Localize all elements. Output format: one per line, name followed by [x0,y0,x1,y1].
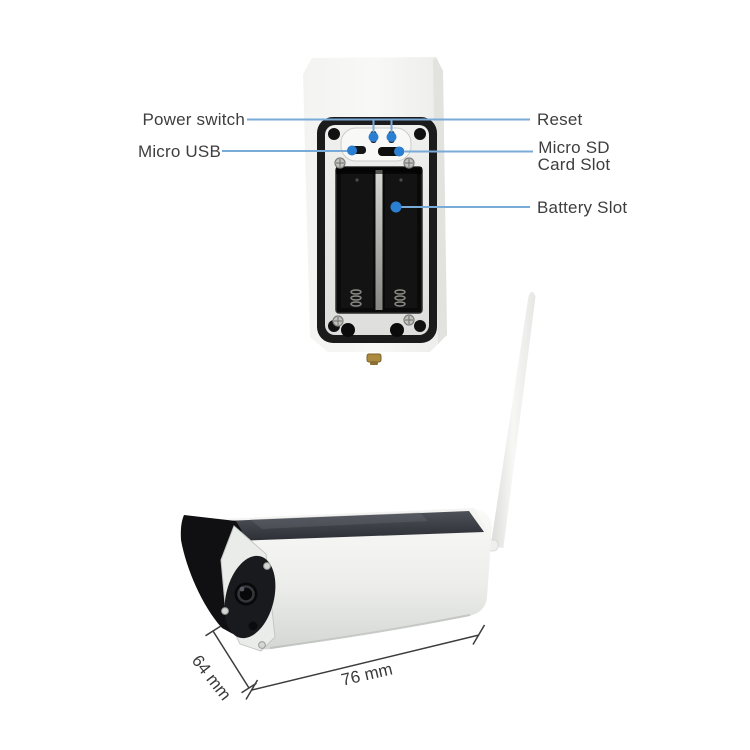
tripod-screw [366,353,382,365]
battery-compartment [335,166,423,314]
dimension-lines [205,624,486,700]
battery-springs [350,289,406,307]
micro-sd-label-line1: Micro SD [538,138,610,157]
power-switch-label: Power switch [142,110,245,129]
battery-slot-label: Battery Slot [537,198,628,217]
wifi-antenna [490,291,536,548]
mount-hole-left [341,323,355,337]
front-plate-screws [221,562,271,649]
micro-usb-label: Micro USB [137,142,221,161]
back-housing-side-shade [433,57,447,344]
panel-screws [332,157,415,327]
camera-body-bottom-edge [269,614,471,649]
dim-depth-tick-top [205,625,221,637]
dim-width-line [251,634,480,691]
micro-sd-label-line2: Card Slot [537,155,611,174]
micro-usb-dot [347,145,357,156]
battery-dot [390,201,402,213]
reset-label: Reset [537,110,583,129]
camera-body [205,509,492,650]
dim-width-tick-right [472,624,486,645]
camera-view [180,291,536,700]
leader-lines [222,118,533,208]
camera-lens-glint [239,586,245,592]
micro-sd-label: Micro SD Card Slot [536,139,612,173]
marker-dots [347,132,404,213]
solar-panel [199,511,484,542]
back-view [222,57,533,365]
power-switch-dot [368,132,379,142]
micro-sd-dot [394,146,404,157]
frame-corner-plugs [328,128,426,332]
mount-hole-right [390,323,404,337]
ir-sensor [248,621,258,631]
dim-width-tick-left [245,679,259,700]
reset-dot [386,132,397,142]
camera-lens-ring [237,585,255,603]
solar-panel-sheen [250,512,428,529]
dim-depth-line [212,630,250,689]
